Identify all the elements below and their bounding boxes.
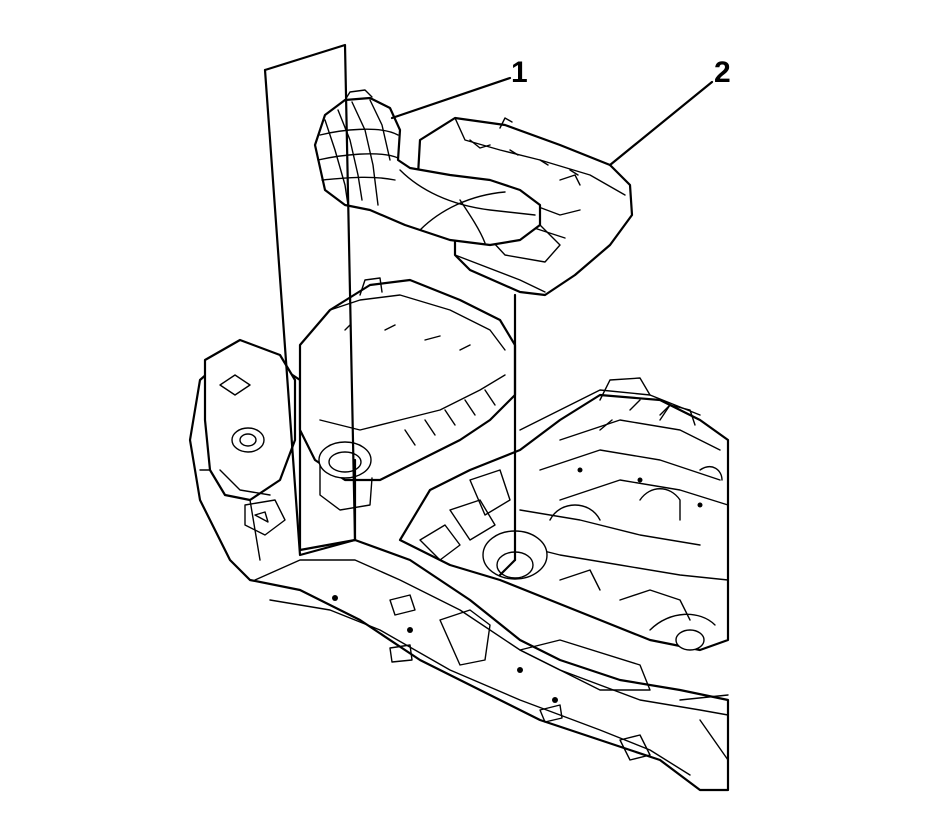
installation-guide-lines bbox=[263, 43, 517, 577]
frame-rail bbox=[188, 343, 730, 792]
intake-hose bbox=[313, 89, 542, 247]
callout-1-label: 1 bbox=[511, 56, 528, 89]
callout-leaders bbox=[390, 76, 714, 167]
left-mount-bracket bbox=[203, 338, 297, 536]
callout-2-label: 2 bbox=[714, 56, 731, 89]
